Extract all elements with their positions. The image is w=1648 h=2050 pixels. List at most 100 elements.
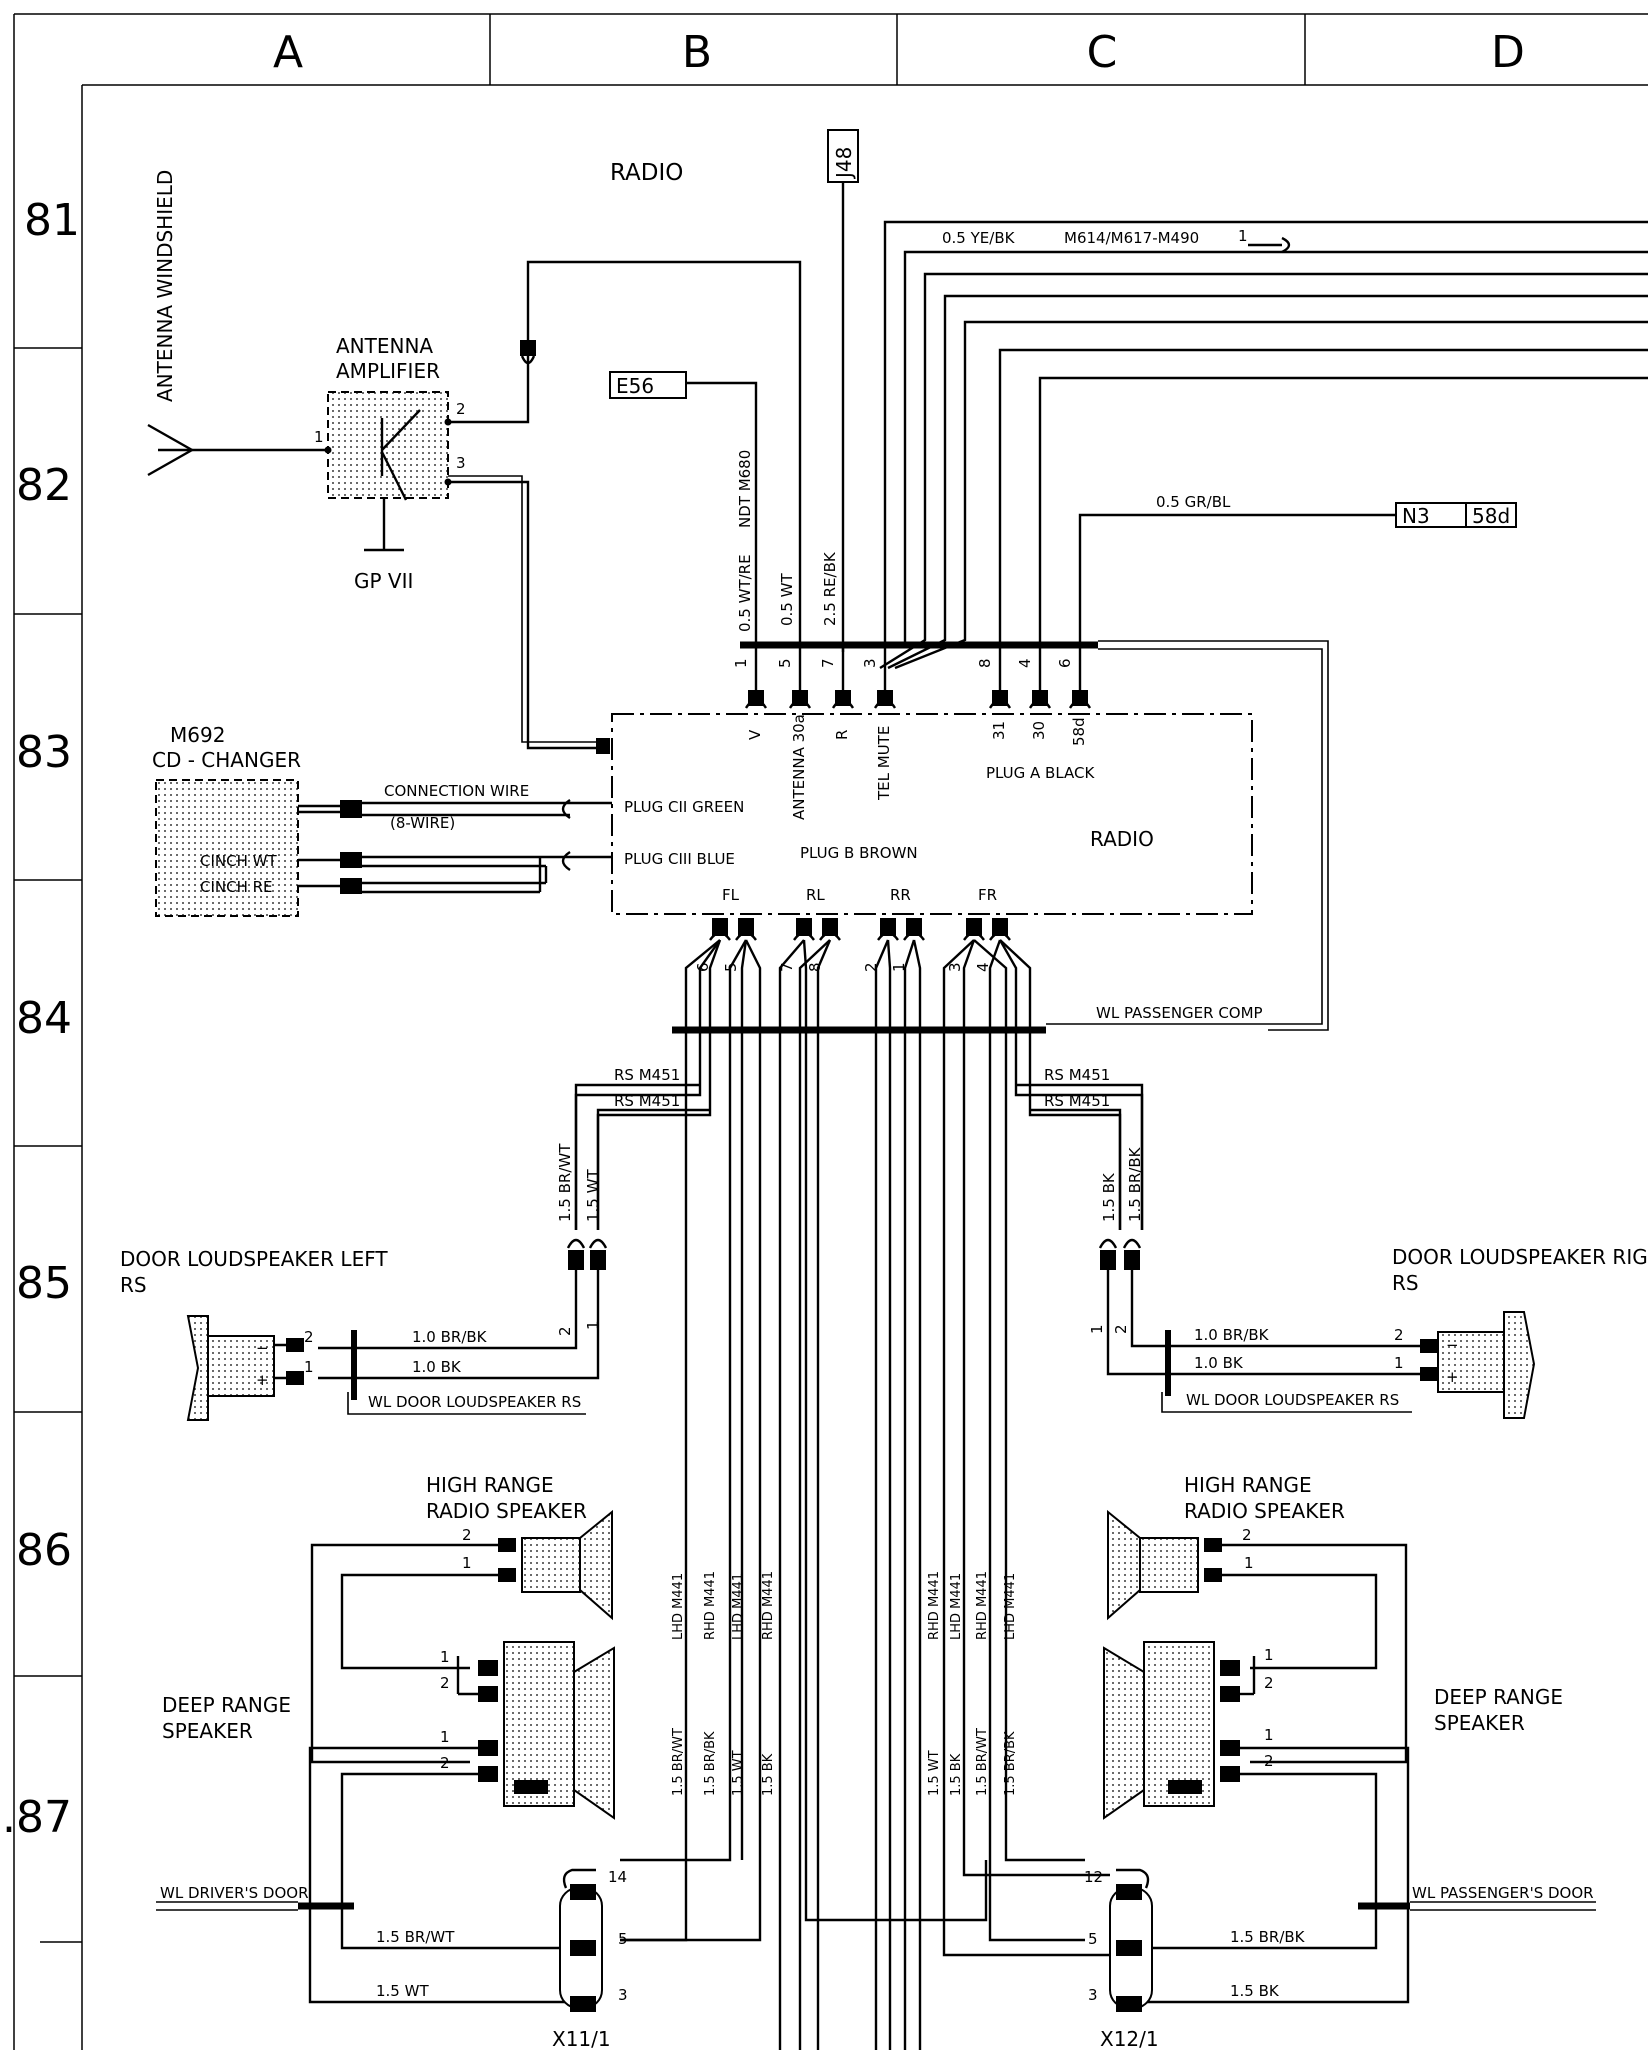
x12-pin-3: 3: [1088, 1986, 1098, 2004]
right-wire-10-br-bk: 1.0 BR/BK: [1194, 1326, 1270, 1344]
out-pin-3: 3: [946, 962, 964, 972]
x11-label: X11/1: [552, 2027, 611, 2050]
plug-pin-8: 8: [976, 658, 994, 668]
ref-n3-term: 58d: [1472, 504, 1510, 528]
antenna-amplifier: [324, 391, 452, 552]
radio-unit-name: RADIO: [1090, 827, 1154, 851]
cd-connection-wire: CONNECTION WIRE: [384, 782, 529, 800]
center-label-3: LHD M441: [731, 1573, 746, 1640]
radio-unit-box: [611, 713, 1253, 915]
right-bottom-br-bk: 1.5 BR/BK: [1230, 1928, 1306, 1946]
plug-term-58d: 58d: [1070, 717, 1088, 746]
wire-route-m614: M614/M617-M490: [1064, 229, 1199, 247]
x11-pin-3: 3: [618, 1986, 628, 2004]
left-bottom-br-wt: 1.5 BR/WT: [376, 1928, 455, 1946]
center-label-6: LHD M441: [949, 1573, 964, 1640]
amp-pin-2: 2: [456, 400, 466, 418]
plug-pin-5: 5: [776, 658, 794, 668]
center-label-5: RHD M441: [927, 1571, 942, 1640]
center-label-2: RHD M441: [703, 1571, 718, 1640]
wire-wt: 0.5 WT: [778, 573, 796, 626]
column-label-c: C: [1087, 27, 1118, 78]
wire-ndt-m680: NDT M680: [736, 450, 754, 528]
plug-term-r: R: [833, 730, 851, 740]
row-label-83: 83: [16, 727, 72, 778]
grid-frame: [13, 13, 1648, 2050]
left-deep-pin-2a: 2: [440, 1674, 450, 1692]
right-door-pin-1: 1: [1088, 1324, 1106, 1334]
right-door-title: DOOR LOUDSPEAKER RIG: [1392, 1245, 1648, 1269]
left-deep-range-speaker: [478, 1641, 615, 1820]
plug-term-v: V: [746, 729, 764, 740]
plug-pin-6: 6: [1056, 658, 1074, 668]
right-wire-10-bk: 1.0 BK: [1194, 1354, 1244, 1372]
center-wire-4: 1.5 BK: [761, 1753, 776, 1796]
top-harness-wires: [879, 220, 1648, 670]
right-deep-pin-2b: 2: [1264, 1752, 1274, 1770]
plug-b-label: PLUG B BROWN: [800, 844, 918, 862]
x11-pin-5: 5: [618, 1930, 628, 1948]
right-deep-pin-1b: 1: [1264, 1726, 1274, 1744]
left-wire-br-wt: 1.5 BR/WT: [556, 1143, 574, 1222]
row-label-82: 82: [16, 460, 72, 511]
center-wire-5: 1.5 WT: [927, 1750, 942, 1796]
amp-pin-3: 3: [456, 454, 466, 472]
right-wl-door: WL DOOR LOUDSPEAKER RS: [1186, 1391, 1399, 1409]
left-wl-door: WL DOOR LOUDSPEAKER RS: [368, 1393, 581, 1411]
center-label-7: RHD M441: [975, 1571, 990, 1640]
center-wire-3: 1.5 WT: [731, 1750, 746, 1796]
right-wire-br-bk: 1.5 BR/BK: [1126, 1146, 1144, 1222]
left-door-pin-2: 2: [556, 1326, 574, 1336]
right-wl-passenger: WL PASSENGER'S DOOR: [1412, 1884, 1594, 1902]
x12-pin-12: 12: [1084, 1868, 1103, 1886]
right-door-speaker: − +: [1420, 1311, 1536, 1419]
antenna-amp-label-1: ANTENNA: [336, 334, 433, 358]
output-fanout-wires: [574, 939, 1144, 2050]
x11-connector: [559, 1868, 603, 2012]
left-deep-pin-2b: 2: [440, 1754, 450, 1772]
cd-changer-code: M692: [170, 723, 225, 747]
ref-e56-box: [609, 371, 687, 399]
wire-re-bk: 2.5 RE/BK: [821, 551, 839, 626]
antenna-symbol: [147, 423, 328, 477]
left-deep-pin-1b: 1: [440, 1728, 450, 1746]
plug-c3-label: PLUG CIII BLUE: [624, 850, 735, 868]
cd-changer-wiring: [298, 798, 612, 894]
x12-pin-5: 5: [1088, 1930, 1098, 1948]
left-bottom-wt: 1.5 WT: [376, 1982, 429, 2000]
out-pin-6: 6: [694, 962, 712, 972]
left-high-label-1: HIGH RANGE: [426, 1473, 554, 1497]
left-door-speaker: − +: [186, 1315, 304, 1421]
wire-ye-bk: 0.5 YE/BK: [942, 229, 1016, 247]
cd-cinch-wt: CINCH WT: [200, 852, 277, 870]
left-wl-driver: WL DRIVER'S DOOR: [160, 1884, 309, 1902]
ground-label: GP VII: [354, 569, 413, 593]
svg-text:+: +: [1446, 1368, 1459, 1386]
right-high-pin-2: 2: [1242, 1526, 1252, 1544]
x11-pin-14: 14: [608, 1868, 627, 1886]
row-label-86: 86: [16, 1525, 72, 1576]
out-pin-4: 4: [974, 962, 992, 972]
output-fl: FL: [722, 886, 740, 904]
cd-changer-box: [155, 779, 299, 917]
output-rl: RL: [806, 886, 825, 904]
left-deep-label-1: DEEP RANGE: [162, 1693, 291, 1717]
left-door-spk-pin-1: 1: [304, 1358, 314, 1376]
right-door-spk-pin-2: 2: [1394, 1326, 1404, 1344]
amp-coax-wire: [448, 480, 606, 750]
center-wire-7: 1.5 BR/WT: [975, 1728, 990, 1796]
antenna-amp-label-2: AMPLIFIER: [336, 359, 440, 383]
right-bottom-bk: 1.5 BK: [1230, 1982, 1280, 2000]
cd-changer-name: CD - CHANGER: [152, 748, 301, 772]
left-deep-label-2: SPEAKER: [162, 1719, 253, 1743]
right-deep-pin-1a: 1: [1264, 1646, 1274, 1664]
row-label-84: 84: [16, 993, 72, 1044]
plug-a-pins: [744, 645, 1092, 709]
column-label-d: D: [1491, 27, 1525, 78]
ref-j48: J48: [832, 147, 856, 180]
column-label-b: B: [682, 27, 712, 78]
center-wire-2: 1.5 BR/BK: [703, 1731, 718, 1796]
plug-pin-7: 7: [819, 658, 837, 668]
left-door-title: DOOR LOUDSPEAKER LEFT: [120, 1247, 388, 1271]
center-wire-8: 1.5 BR/BK: [1003, 1731, 1018, 1796]
